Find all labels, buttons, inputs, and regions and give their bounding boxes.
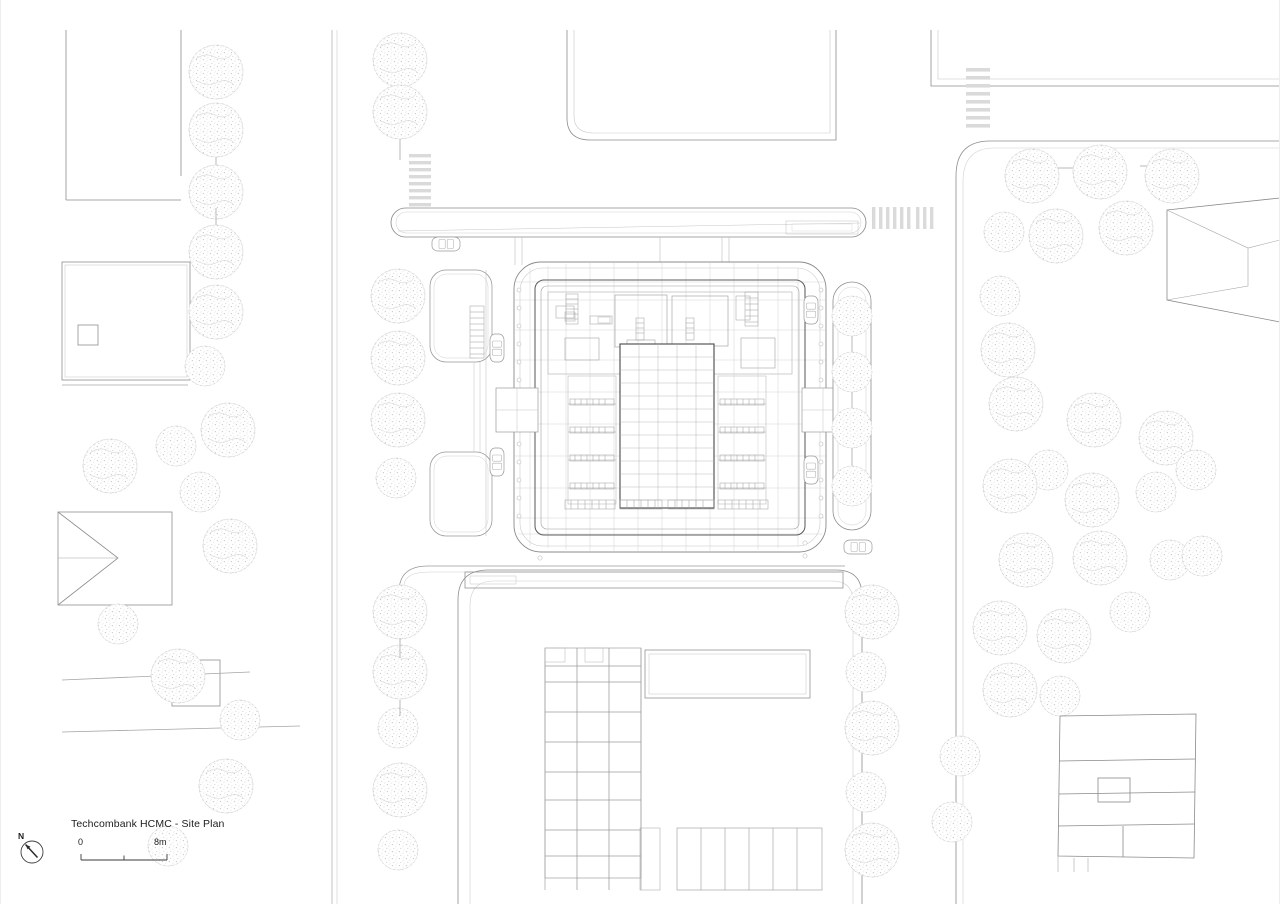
north-arrow-label: N	[18, 831, 25, 841]
tree-grove-northeast	[979, 144, 1200, 378]
car-west-1	[489, 333, 505, 363]
north-arrow-icon	[20, 840, 44, 864]
car-south	[843, 539, 873, 555]
courtyard-void-southeast	[1097, 777, 1131, 803]
scale-label-min: 0	[78, 837, 84, 847]
south-block-content	[464, 571, 844, 891]
canopy-links	[514, 237, 730, 265]
building-southeast	[1057, 713, 1197, 872]
title-block: Techcombank HCMC - Site Plan 0 8m	[62, 815, 302, 873]
west-wing	[567, 375, 617, 505]
building-west-north	[61, 261, 191, 386]
west-service-strip	[429, 269, 493, 537]
tree-row-east-street	[844, 584, 900, 878]
south-steps	[564, 499, 769, 510]
tree-row-west	[82, 44, 261, 867]
tree-row-east-planter	[831, 295, 873, 507]
scale-bar-graphic	[80, 854, 168, 861]
central-atrium	[619, 343, 715, 509]
east-wing	[717, 375, 767, 505]
north-canopy	[390, 207, 867, 238]
crosswalk-northeast	[966, 68, 990, 128]
street-network	[65, 30, 1280, 904]
tree-row-boulevard	[370, 32, 428, 871]
scale-label-max: 8m	[154, 837, 167, 847]
crosswalk-group	[409, 68, 990, 229]
scale-bar: 0 8m	[71, 837, 172, 865]
crosswalk-northwest	[409, 154, 431, 207]
structural-grid	[544, 647, 642, 890]
north-arrow: N	[10, 830, 54, 868]
car-west-2	[489, 447, 505, 477]
parking-bays	[639, 827, 823, 891]
perimeter-columns	[516, 287, 824, 561]
page-title: Techcombank HCMC - Site Plan	[71, 818, 225, 830]
main-building	[495, 261, 845, 561]
building-northeast-pitched	[1166, 197, 1280, 323]
car-north	[431, 236, 461, 252]
tree-canopies	[82, 32, 1223, 878]
car-east-1	[803, 295, 819, 325]
car-east-2	[803, 455, 819, 485]
courtyard-void	[77, 324, 99, 346]
crosswalk-east	[872, 207, 934, 229]
